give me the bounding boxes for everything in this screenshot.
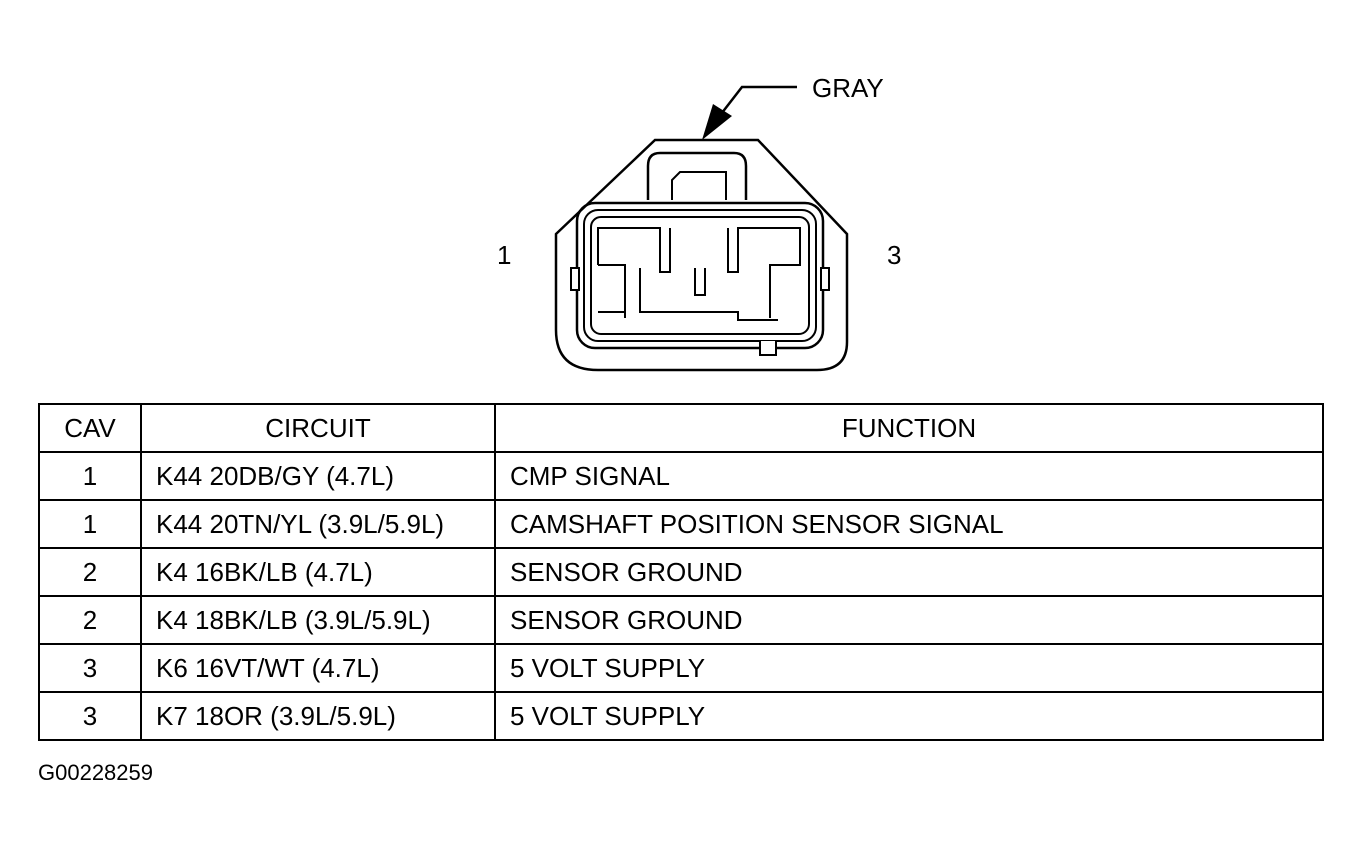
inner-housing-middle (583, 209, 817, 342)
function-cell: SENSOR GROUND (494, 595, 1324, 645)
circuit-cell: K7 18OR (3.9L/5.9L) (140, 691, 496, 741)
circuit-cell: K44 20TN/YL (3.9L/5.9L) (140, 499, 496, 549)
connector-diagram: GRAY 1 3 (0, 0, 1362, 400)
leader-line (717, 85, 797, 119)
function-cell: 5 VOLT SUPPLY (494, 643, 1324, 693)
cav-cell: 2 (38, 547, 142, 597)
table-row: 1 K44 20DB/GY (4.7L) CMP SIGNAL (38, 451, 1324, 501)
arrowhead-icon (702, 104, 732, 140)
inner-housing-inner (590, 216, 810, 335)
circuit-cell: K4 16BK/LB (4.7L) (140, 547, 496, 597)
table-row: 2 K4 18BK/LB (3.9L/5.9L) SENSOR GROUND (38, 595, 1324, 645)
latch-inner (671, 171, 727, 200)
cav-cell: 3 (38, 643, 142, 693)
right-side-key (820, 267, 830, 291)
function-column-header: FUNCTION (494, 403, 1324, 453)
cav-column-header: CAV (38, 403, 142, 453)
connector-face-drawing: GRAY 1 3 (497, 73, 901, 372)
table-row: 2 K4 16BK/LB (4.7L) SENSOR GROUND (38, 547, 1324, 597)
latch-tab (646, 151, 748, 200)
cav-cell: 3 (38, 691, 142, 741)
pin-3-label: 3 (887, 240, 901, 270)
cavity-center (639, 268, 778, 321)
function-cell: CMP SIGNAL (494, 451, 1324, 501)
connector-color-label: GRAY (812, 73, 884, 103)
table-row: 1 K44 20TN/YL (3.9L/5.9L) CAMSHAFT POSIT… (38, 499, 1324, 549)
cavity-right (727, 227, 801, 318)
circuit-cell: K6 16VT/WT (4.7L) (140, 643, 496, 693)
function-cell: 5 VOLT SUPPLY (494, 691, 1324, 741)
bottom-key (759, 341, 777, 356)
figure-id-label: G00228259 (38, 760, 153, 785)
table-row: 3 K6 16VT/WT (4.7L) 5 VOLT SUPPLY (38, 643, 1324, 693)
inner-housing-outer (575, 201, 825, 350)
circuit-column-header: CIRCUIT (140, 403, 496, 453)
function-cell: SENSOR GROUND (494, 547, 1324, 597)
connector-outer-body (554, 138, 849, 372)
table-row: 3 K7 18OR (3.9L/5.9L) 5 VOLT SUPPLY (38, 691, 1324, 741)
circuit-cell: K4 18BK/LB (3.9L/5.9L) (140, 595, 496, 645)
left-side-key (570, 267, 580, 291)
pin-1-label: 1 (497, 240, 511, 270)
circuit-cell: K44 20DB/GY (4.7L) (140, 451, 496, 501)
cav-cell: 1 (38, 499, 142, 549)
function-cell: CAMSHAFT POSITION SENSOR SIGNAL (494, 499, 1324, 549)
table-header-row: CAV CIRCUIT FUNCTION (38, 403, 1324, 453)
cavity-profile (597, 227, 671, 318)
pinout-table: CAV CIRCUIT FUNCTION 1 K44 20DB/GY (4.7L… (38, 403, 1324, 741)
cav-cell: 1 (38, 451, 142, 501)
cav-cell: 2 (38, 595, 142, 645)
